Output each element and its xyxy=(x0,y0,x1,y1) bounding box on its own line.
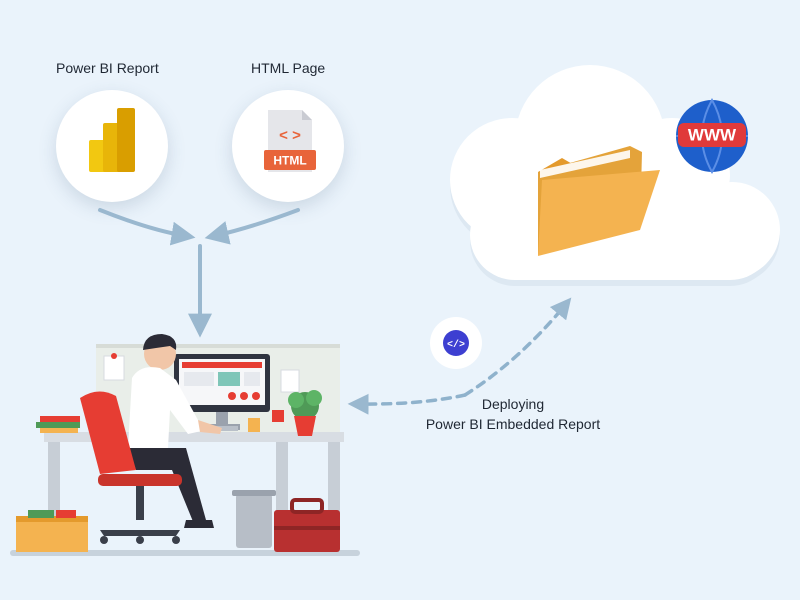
deploy-caption: Deploying Power BI Embedded Report xyxy=(408,394,618,434)
dashed-arrow-to-cloud xyxy=(463,297,572,397)
html-page-label: HTML Page xyxy=(251,60,326,76)
arrow-from-html xyxy=(204,208,300,245)
arrow-from-powerbi xyxy=(98,208,196,246)
powerbi-report-label: Power BI Report xyxy=(56,60,159,76)
code-badge-icon: </> xyxy=(430,317,482,369)
code-brackets-glyph: < > xyxy=(279,127,301,144)
deploy-caption-line1: Deploying xyxy=(481,396,545,412)
www-text: WWW xyxy=(688,126,737,145)
globe-www-icon: WWW xyxy=(676,97,748,175)
developer-workspace-illustration xyxy=(10,334,360,556)
html-icon-text: HTML xyxy=(273,154,306,168)
folder-icon xyxy=(538,146,660,256)
html-file-icon: HTML < > xyxy=(264,110,316,172)
powerbi-icon xyxy=(89,108,135,172)
deploy-caption-line2: Power BI Embedded Report xyxy=(425,416,601,432)
dashed-arrow-to-developer xyxy=(347,393,467,415)
code-badge-glyph: </> xyxy=(447,339,465,351)
